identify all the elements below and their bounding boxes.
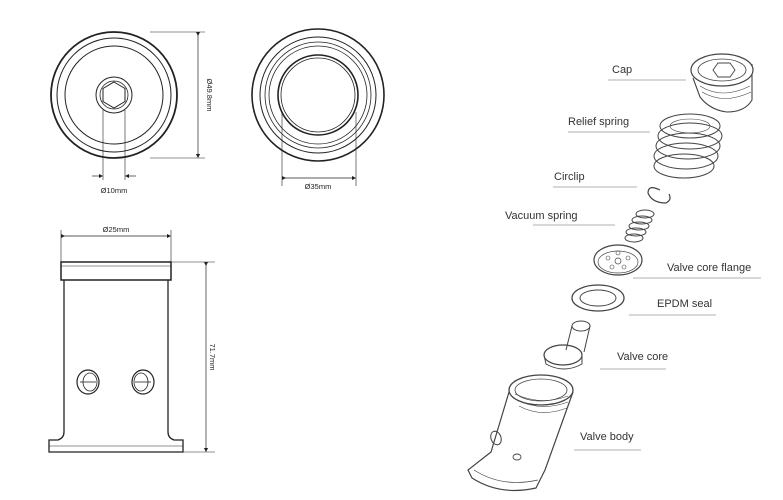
cap-label: Cap: [612, 64, 632, 76]
side-view-height-label: 71.7mm: [208, 343, 217, 370]
valve-core-label: Valve core: [617, 351, 668, 363]
top-view: [50, 31, 205, 180]
vacuum-spring-part: [624, 209, 655, 243]
bottom-view: [251, 28, 385, 186]
bottom-view-diameter-label: Ø35mm: [305, 182, 332, 191]
top-view-diameter-label: Ø49.8mm: [205, 79, 214, 112]
circlip-label: Circlip: [554, 171, 585, 183]
epdm-seal-label: EPDM seal: [657, 298, 712, 310]
valve-body-label: Valve body: [580, 431, 634, 443]
cap-part: [690, 53, 754, 113]
hex-socket-diameter-label: Ø10mm: [101, 186, 128, 195]
valve-core-flange-part: [593, 244, 643, 276]
valve-core-part: [543, 320, 591, 370]
valve-core-flange-label: Valve core flange: [667, 262, 751, 274]
side-view-width-label: Ø25mm: [103, 225, 130, 234]
epdm-seal-part: [571, 284, 625, 312]
leader-lines: [533, 79, 761, 451]
circlip-part: [647, 187, 671, 204]
relief-spring-part: [653, 113, 723, 179]
exploded-view: [467, 53, 754, 492]
side-view: [48, 230, 215, 453]
vacuum-spring-label: Vacuum spring: [505, 210, 578, 222]
relief-spring-label: Relief spring: [568, 116, 629, 128]
valve-body-part: [467, 374, 574, 492]
